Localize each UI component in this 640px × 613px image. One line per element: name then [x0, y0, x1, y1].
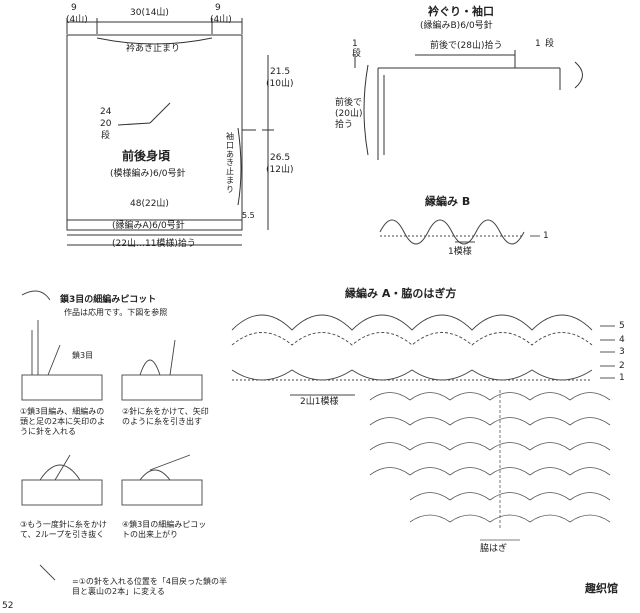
height-upper: 21.5	[270, 67, 291, 77]
diag-a: 24	[100, 107, 112, 117]
seam-label: 脇はぎ	[480, 544, 508, 554]
picot-step-3: ③もう一度針に糸をかけて、2ループを引き抜く	[20, 520, 107, 539]
edge-a-title: 縁編み A・脇のはぎ方	[345, 287, 457, 300]
edge-a-row-4: 4	[619, 335, 625, 345]
edge-a-row-5: 5	[619, 321, 625, 331]
body-panel-outline	[66, 34, 243, 231]
height-lower-mtn: (12山)	[266, 165, 294, 175]
diag-b: 20	[100, 119, 112, 129]
edge-a-row-3: 3	[619, 347, 625, 357]
height-lower: 26.5	[270, 153, 291, 163]
body-pattern: (模様編み)6/0号針	[110, 169, 186, 179]
edge-b-repeat: 1模様	[448, 247, 472, 257]
row-unit-left: 段	[352, 49, 362, 59]
picot-step-1: ①鎖3目編み、細編みの頭と足の2本に矢印のように針を入れる	[20, 407, 106, 436]
neck-opening-stop: 衿あき止まり	[126, 44, 181, 54]
edge-b-pattern	[379, 219, 525, 245]
picot-note: 作品は応用です。下図を参照	[64, 308, 168, 317]
grain-arrow	[149, 102, 171, 124]
row-arrows	[530, 235, 615, 379]
edge-b-row: 1	[543, 231, 549, 241]
small-dim: 5.5	[242, 211, 255, 220]
collar-title: 衿ぐり・袖口	[428, 5, 494, 18]
picot-title: 鎖3目の細編みピコット	[60, 295, 157, 305]
edge-a-pattern	[231, 314, 593, 396]
edge-pattern: (縁編みA)6/0号針	[112, 221, 185, 231]
mesh-pattern	[369, 390, 611, 541]
side-mountain-left: (4山)	[66, 15, 88, 25]
page-number: 52	[2, 601, 14, 611]
diag-c: 段	[101, 131, 111, 141]
picot-chain-label: 鎖3目	[72, 351, 94, 360]
picot-illustrations	[21, 290, 203, 581]
picot-step-4: ④鎖3目の細編みピコットの出来上がり	[122, 520, 207, 539]
edge-b-title: 縁編み B	[425, 195, 471, 208]
body-title: 前後身頃	[122, 149, 171, 163]
picot-step-2: ②針に糸をかけて、矢印のように糸を引き出す	[122, 407, 209, 426]
collar-side-pickup: 前後で(20山)拾う	[335, 98, 363, 130]
edge-a-repeat: 2山1模様	[300, 397, 339, 407]
sleeve-opening-curve	[237, 127, 242, 206]
side-mountain-right: (4山)	[210, 15, 232, 25]
one-row-right: 1	[535, 39, 541, 49]
side-width-right: 9	[215, 3, 221, 13]
watermark: 趣织馆	[585, 582, 618, 595]
collar-pickup: 前後で(28山)拾う	[430, 41, 503, 51]
side-width-left: 9	[71, 3, 77, 13]
bottom-width: 48(22山)	[130, 199, 169, 209]
row-unit-right: 段	[545, 39, 555, 49]
picot-footnote: =①の針を入れる位置を「4目戻った鎖の半目と裏山の2本」に変える	[72, 577, 227, 596]
collar-pattern: (縁編みB)6/0号針	[420, 21, 493, 31]
pickup-count: (22山…11模様)拾う	[112, 239, 196, 249]
top-width: 30(14山)	[130, 8, 169, 18]
sleeve-opening-stop: 袖口あき止まり	[226, 132, 234, 194]
one-row-left: 1	[352, 39, 358, 49]
edge-a-row-1: 1	[619, 373, 625, 383]
edge-a-row-2: 2	[619, 361, 625, 371]
height-upper-mtn: (10山)	[266, 79, 294, 89]
neck-opening-curve	[96, 37, 213, 45]
